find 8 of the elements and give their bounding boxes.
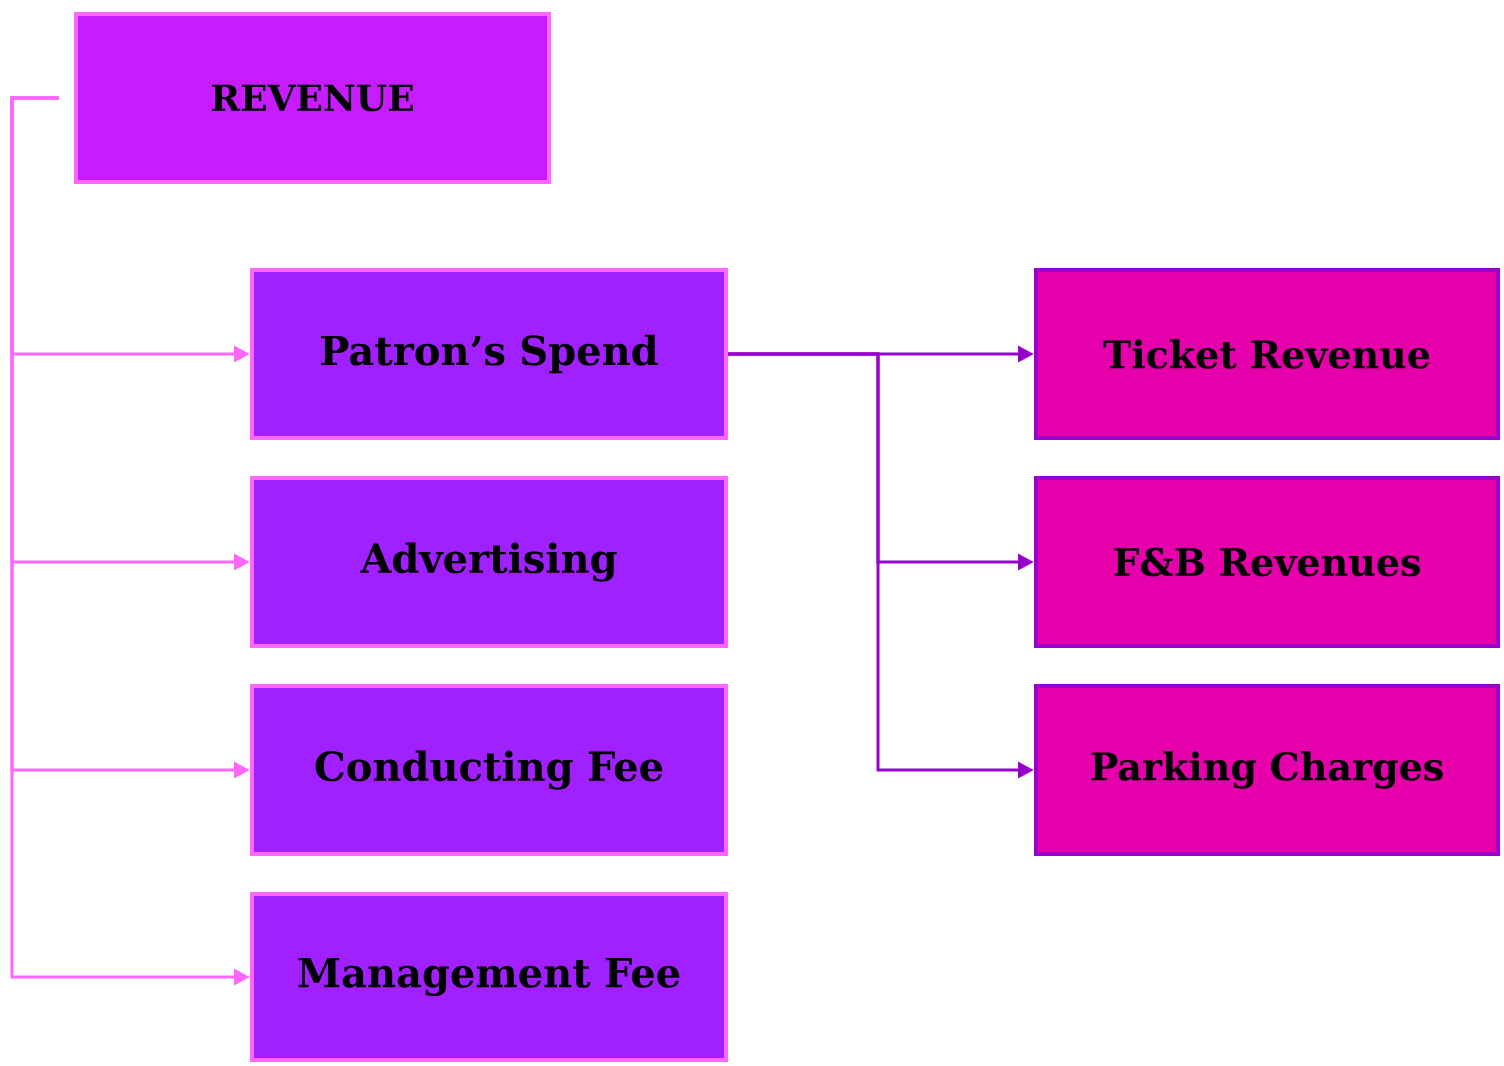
box: REVENUE [74,12,551,184]
box: Ticket Revenue [1034,268,1500,440]
box: Management Fee [250,892,728,1062]
box: Advertising [250,476,728,648]
box: Conducting Fee [250,684,728,856]
box: Parking Charges [1034,684,1500,856]
box: F&B Revenues [1034,476,1500,648]
box: Patron’s Spend [250,268,728,440]
